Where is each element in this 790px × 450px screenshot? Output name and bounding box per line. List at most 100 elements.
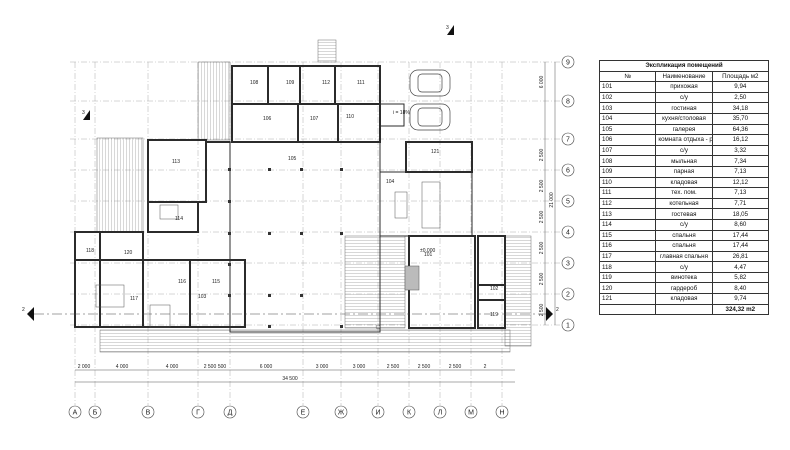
dimension-label: 2	[484, 364, 487, 370]
axis-bubble	[191, 405, 205, 419]
section-mark-label: 2	[556, 307, 559, 313]
room-number: 106	[598, 134, 657, 146]
dimension-label: 3 000	[316, 364, 329, 370]
room-label-107: 107	[310, 116, 319, 122]
room-name: с/у	[655, 261, 713, 273]
axis-label: 4	[566, 230, 570, 237]
section-mark-label: 3	[446, 25, 449, 31]
room-name: с/у	[655, 218, 713, 231]
section-mark-label: 3	[82, 110, 85, 116]
room-number: 114	[598, 218, 657, 231]
axis-bubble	[561, 94, 575, 108]
room-label-108: 108	[250, 80, 259, 86]
dimension-label: 4 000	[166, 364, 179, 370]
axis-label: 9	[566, 60, 570, 67]
room-name: гардероб	[655, 282, 713, 295]
dimension-total: 21 000	[549, 192, 555, 208]
room-name: гостиная	[655, 102, 713, 114]
room-area: 12,12	[711, 176, 770, 189]
dimension-label: 2 500	[539, 273, 545, 286]
room-number: 105	[598, 123, 657, 136]
room-area: 64,36	[711, 123, 770, 136]
room-number: 110	[598, 176, 657, 189]
terraces	[96, 39, 532, 353]
room-name: парная	[655, 165, 713, 178]
dimension-label: 2 500	[539, 242, 545, 255]
dimension-label: 2 500	[449, 364, 462, 370]
room-label-115: 115	[212, 279, 220, 285]
axis-label: М	[468, 410, 474, 417]
axis-bubble	[561, 132, 575, 146]
room-name: тех. пом.	[655, 187, 713, 199]
axis-label: 8	[566, 99, 570, 106]
axis-label: Д	[228, 410, 233, 417]
room-name: мыльная	[655, 155, 713, 167]
room-label-102: 102	[490, 286, 499, 292]
room-label-116: 116	[178, 279, 186, 285]
room-label-109: 109	[286, 80, 295, 86]
axis-bubble	[371, 405, 385, 419]
room-label-120: 120	[124, 250, 133, 256]
room-name: винотека	[655, 271, 713, 284]
total-row: 324,32 m2	[598, 303, 770, 316]
room-number: 107	[598, 144, 657, 157]
room-label-110: 110	[346, 114, 354, 120]
room-label-118: 118	[86, 248, 94, 254]
room-label-121: 121	[431, 149, 440, 155]
room-area: 17,44	[711, 240, 770, 252]
dimension-label: 2 500	[418, 364, 431, 370]
furniture	[95, 181, 441, 330]
dimension-label: 2 000	[78, 364, 91, 370]
axis-bubble	[561, 287, 575, 301]
axis-label: А	[73, 410, 78, 417]
axis-label: Г	[196, 410, 200, 417]
axis-label: Л	[438, 410, 443, 417]
dimension-label: 2 500	[539, 211, 545, 224]
room-number: 119	[598, 271, 657, 284]
column-header-area: Площадь м2	[711, 70, 770, 83]
room-name: галерея	[655, 123, 713, 136]
dimension-label: 2 500	[539, 149, 545, 162]
dimension-total: 34 500	[282, 376, 298, 382]
dimension-label: 6 000	[539, 76, 545, 89]
room-number: 112	[598, 197, 657, 210]
axis-bubble	[88, 405, 102, 419]
car-icon	[409, 69, 451, 131]
axis-label: 7	[566, 137, 570, 144]
level-label: ±0,000	[420, 248, 435, 254]
axis-bubble	[334, 405, 348, 419]
room-area: 4,47	[711, 261, 770, 273]
room-name: с/у	[655, 91, 713, 104]
room-number: 109	[598, 165, 657, 178]
table-title: Экспликация помещений	[599, 60, 769, 72]
slope-label: i = 18%	[393, 110, 410, 116]
axis-bubble	[464, 405, 478, 419]
axis-bubble	[68, 405, 82, 419]
axis-bubble	[561, 225, 575, 239]
axis-bubble	[433, 405, 447, 419]
room-area: 2,50	[711, 91, 770, 104]
room-number: 113	[598, 208, 657, 220]
room-area: 8,60	[711, 218, 770, 231]
axis-label: Ж	[338, 410, 345, 417]
room-area: 7,13	[711, 187, 770, 199]
room-area: 5,82	[711, 271, 770, 284]
room-area: 17,44	[711, 229, 770, 242]
dimension-label: 2 500	[204, 364, 217, 370]
room-name: спальня	[655, 240, 713, 252]
room-label-103: 103	[198, 294, 207, 300]
